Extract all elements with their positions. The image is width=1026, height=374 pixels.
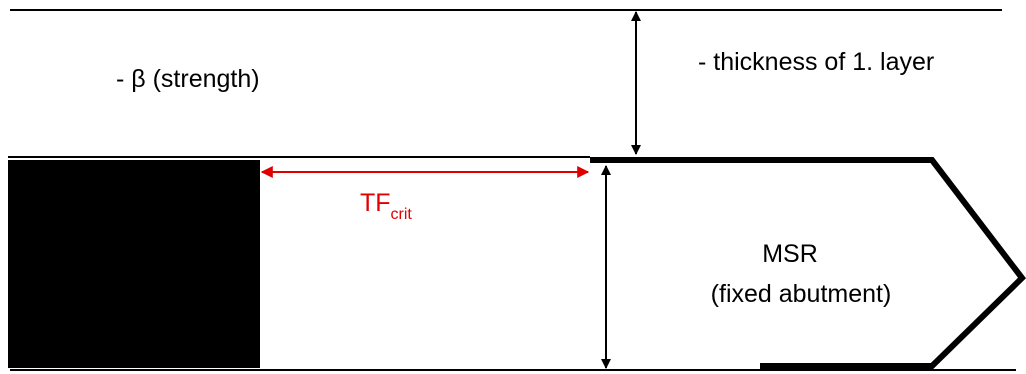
layer-thickness-label: - thickness of 1. layer [698,48,934,76]
face-block [8,160,260,368]
tf-subscript: crit [391,206,413,223]
fixed-abutment-label: (fixed abutment) [711,280,892,308]
beta-strength-label: - β (strength) [116,65,260,93]
tf-crit-label: TFcrit [360,189,412,223]
msr-outline [590,157,1026,369]
msr-label: MSR [762,240,818,268]
tf-main-text: TF [360,189,391,217]
